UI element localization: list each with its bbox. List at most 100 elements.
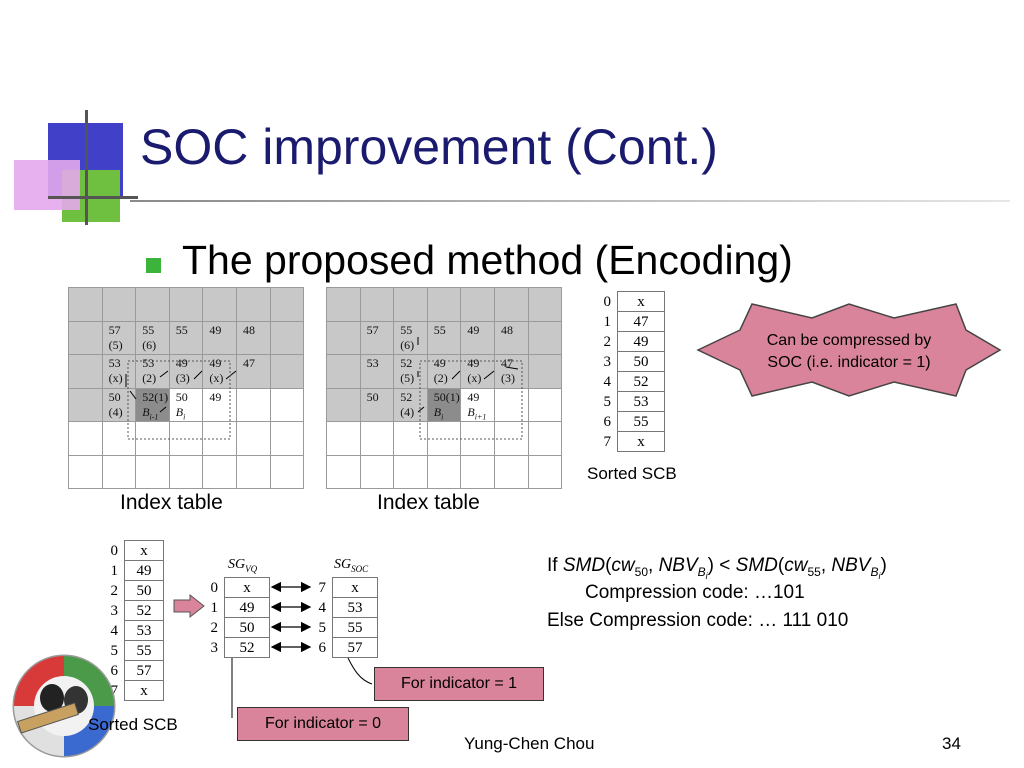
index-table-value: 50: [366, 389, 379, 404]
list-item: 52: [617, 371, 665, 392]
index-table-cell: [494, 354, 529, 389]
list-index: 0: [110, 543, 119, 559]
list-index: 5: [110, 643, 119, 659]
index-table-cell: [269, 287, 305, 322]
university-logo-icon: [12, 654, 116, 758]
index-table-cell: [460, 287, 495, 322]
index-table-value: 53: [142, 356, 155, 370]
index-table-value: 49: [209, 322, 222, 337]
index-table-cell: [527, 454, 563, 489]
list-item: 53: [332, 597, 378, 618]
index-table-1-caption: Index table: [120, 491, 223, 514]
index-table-value: (6): [142, 337, 157, 352]
list-item: 47: [617, 311, 665, 332]
index-table-cell: [168, 320, 204, 355]
footer-author: Yung-Chen Chou: [464, 734, 595, 753]
list-item: 57: [332, 637, 378, 658]
index-table-value: (2): [142, 371, 157, 385]
index-table-value: (3): [175, 371, 190, 385]
index-table-value: 52(1): [142, 389, 169, 404]
indicator-leader-lines: [231, 657, 373, 718]
index-table-value: 53: [366, 356, 379, 370]
index-table-value: (x): [209, 371, 224, 385]
list-item: x: [124, 540, 164, 561]
index-table-value: 50: [108, 389, 121, 404]
index-table-cell: [393, 354, 428, 389]
list-index: 7: [603, 434, 612, 450]
list-item: x: [224, 577, 270, 598]
smd-1: SMD: [562, 555, 606, 576]
index-table-cell: [326, 287, 361, 322]
index-table-2-caption: Index table: [377, 491, 480, 514]
title-divider: [130, 200, 1010, 202]
index-table-value: (3): [501, 371, 515, 385]
small-arrow: [129, 390, 137, 400]
pink-right-arrow-icon: [173, 594, 205, 618]
sg-soc-label-main: SG: [334, 557, 352, 572]
index-table-cell: [269, 454, 305, 489]
index-table-value: (4): [400, 404, 415, 419]
index-table-cell: [326, 354, 361, 389]
index-table-cell: [202, 287, 237, 322]
list-item: 53: [124, 620, 164, 641]
index-table-value: 50: [175, 389, 188, 404]
list-item: 55: [332, 617, 378, 638]
list-item: 53: [617, 391, 665, 412]
index-table-value: Bi+1: [467, 404, 487, 421]
cw-2: cw: [784, 555, 808, 576]
callout-text-line2: SOC (i.e. indicator = 1): [767, 354, 931, 371]
list-item: 52: [124, 600, 164, 621]
list-item: 55: [124, 640, 164, 661]
list-item: x: [617, 291, 665, 312]
deco-horizontal-line: [48, 196, 138, 199]
nbv-2-b: B: [870, 564, 879, 579]
index-table-cell: [135, 320, 170, 355]
small-arrow: [159, 406, 167, 413]
index-table-value: 47: [501, 356, 513, 370]
deco-vertical-line: [85, 110, 88, 225]
index-table-value: 48: [243, 322, 255, 337]
list-item: 50: [224, 617, 270, 638]
list-index: 7: [110, 683, 119, 699]
index-table-value: (4): [108, 404, 123, 419]
index-table-value: 49: [175, 356, 188, 370]
bullet-square-icon: [146, 258, 161, 273]
list-index: 4: [603, 374, 612, 390]
index-table-value: (5): [400, 371, 415, 385]
list-index: 6: [603, 414, 612, 430]
index-table-cell: [426, 320, 462, 355]
sg-vq-label-main: SG: [228, 557, 246, 572]
small-arrow: [417, 406, 425, 413]
list-item: x: [332, 577, 378, 598]
less-than: <: [719, 555, 731, 576]
index-table-value: 49: [467, 356, 480, 370]
index-table-cell: [359, 320, 395, 355]
list-index: 7: [318, 580, 327, 596]
index-table-value: (x): [108, 371, 123, 385]
index-table-value: 57: [366, 322, 379, 337]
index-table-value: Bi: [175, 404, 186, 421]
sg-soc-label: SGSOC: [334, 557, 368, 574]
list-index: 3: [110, 603, 119, 619]
sg-vq-label-sub: VQ: [245, 563, 258, 574]
bidirectional-arrows: [270, 581, 312, 653]
index-table-value: 47: [243, 356, 255, 370]
small-arrow: [159, 370, 169, 378]
index-table-cell: [269, 354, 305, 389]
index-table-value: 49: [209, 356, 222, 370]
sub-50: 50: [634, 564, 648, 579]
smd-2: SMD: [735, 555, 778, 576]
index-table-value: (6): [400, 337, 415, 352]
list-item: 50: [124, 580, 164, 601]
index-table-value: (2): [433, 371, 448, 385]
condition-line-1: If SMD(cw50, NBVBi) < SMD(cw55, NBVBi): [547, 555, 887, 582]
bullet-text: The proposed method (Encoding): [182, 237, 793, 283]
index-table-value: Bi-1: [142, 404, 159, 421]
sorted-scb-bottom-caption: Sorted SCB: [88, 715, 178, 734]
list-index: 3: [603, 354, 612, 370]
index-table-cell: [101, 387, 137, 422]
small-arrow: [193, 370, 203, 380]
index-table-value: 55: [433, 322, 446, 337]
callout-star-shape: [696, 303, 1002, 397]
